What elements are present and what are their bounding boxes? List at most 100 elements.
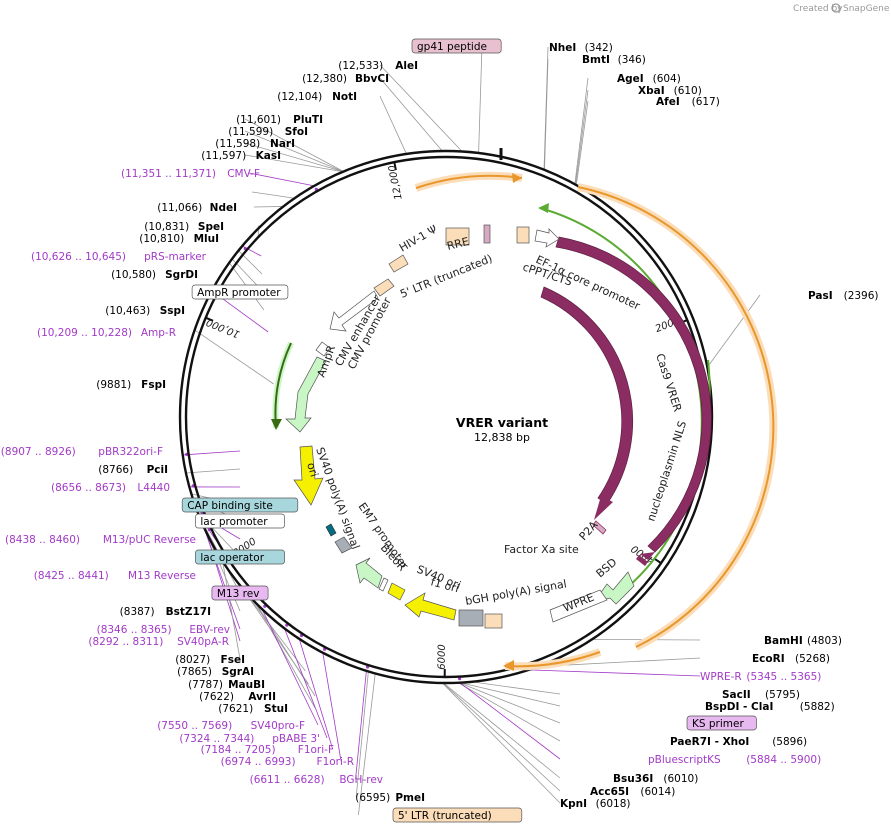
site-afei[interactable]: AfeI(617) [656,96,720,108]
site-m13-rev[interactable]: M13 rev [211,585,269,601]
site-maubi[interactable]: MauBI(7787) [188,679,265,691]
rre-box [483,224,491,244]
site-m13-puc-reverse[interactable]: M13/pUC Reverse (8438 .. 8460) [5,534,196,546]
site-position: (11,601) [236,114,281,126]
feature-bsd-label: BSD [594,556,620,581]
site-pmei[interactable]: PmeI(6595) [355,792,425,804]
leader-line [459,682,561,707]
site-name: FseI [221,654,245,666]
site-fsei[interactable]: FseI(8027) [175,654,245,666]
ampr-small-box [325,523,337,537]
site-position: (6010) [663,773,698,785]
bleor-box [387,582,406,601]
site-acc65i[interactable]: Acc65I(6014) [590,786,675,798]
site-cmv-f[interactable]: CMV-F(11,351 .. 11,371) [121,168,260,180]
site-lac-operator[interactable]: lac operator [195,549,285,565]
site-nari[interactable]: NarI(11,598) [215,138,295,150]
site-sgrdi[interactable]: SgrDI(10,580) [111,269,198,281]
site-bsu36i[interactable]: Bsu36I (6010) [613,773,698,785]
site-ecori[interactable]: EcoRI(5268) [752,653,830,665]
site-name: NotI [332,91,357,103]
site-fspi[interactable]: FspI(9881) [96,379,166,391]
site-position: (8438 .. 8460) [5,534,80,546]
ampr-arrow [285,356,327,433]
site-alei[interactable]: AleI(12,533) [338,60,418,72]
site-name: AgeI [617,73,644,85]
site-paer7i-xhoi[interactable]: PaeR7I - XhoI(5896) [670,736,807,748]
site-pbr322ori-f[interactable]: pBR322ori-F(8907 .. 8926) [1,446,163,458]
site-ampr-promoter[interactable]: AmpR promoter [191,284,289,300]
site-pbluescriptks[interactable]: pBluescriptKS(5884 .. 5900) [648,754,821,766]
site-bgh-rev[interactable]: BGH-rev(6611 .. 6628) [250,774,383,786]
site-m13-reverse[interactable]: M13 Reverse(8425 .. 8441) [34,570,196,582]
site-name: M13/pUC Reverse [103,534,196,546]
site-stui[interactable]: StuI(7621) [218,703,288,715]
site-sspi[interactable]: SspI(10,463) [105,305,185,317]
site-bbvci[interactable]: BbvCI(12,380) [302,73,389,85]
site-agei[interactable]: AgeI(604) [617,73,681,85]
tick-label: 12,000 [387,164,405,200]
site-position: (6595) [355,792,390,804]
site-name: EcoRI [752,653,785,665]
site-pasi[interactable]: PasI(2396) [808,290,879,302]
site-kpni[interactable]: KpnI (6018) [560,798,631,810]
leader-line [478,45,483,154]
site-pcii[interactable]: PciI(8766) [98,464,168,476]
site-name: MauBI [228,679,265,691]
site-spei[interactable]: SpeI(10,831) [144,221,224,233]
site-bspdi-clai[interactable]: BspDI - ClaI(5882) [705,701,835,713]
leader-line [442,682,561,792]
site-name: KasI [256,150,281,162]
site-sgrai[interactable]: SgrAI(7865) [177,666,254,678]
site-name: SV40pro-F [251,720,305,732]
site-noti[interactable]: NotI (12,104) [277,91,357,103]
leader-line [443,682,561,779]
site-name: BGH-rev [339,774,383,786]
site-f1ori-r[interactable]: F1ori-R(6974 .. 6993) [221,756,354,768]
site-position: (2396) [844,290,879,302]
site-l4440[interactable]: L4440(8656 .. 8673) [51,482,170,494]
site-avrii[interactable]: AvrII(7622) [199,691,276,703]
site-sfoi[interactable]: SfoI(11,599) [228,126,308,138]
leader-line [544,58,549,170]
site-position: (12,104) [277,91,322,103]
site-cap-binding-site[interactable]: CAP binding site [181,497,299,513]
site-sv40pro-f[interactable]: SV40pro-F(7550 .. 7569) [157,720,305,732]
site-prs-marker[interactable]: pRS-marker(10,626 .. 10,645) [31,251,207,263]
site-position: (9881) [96,379,131,391]
site-pbabe-3[interactable]: pBABE 3'(7324 .. 7344) [179,733,320,745]
site-xbai[interactable]: XbaI(610) [638,85,702,97]
site-position: (5795) [765,689,800,701]
site-name: KpnI [560,798,587,810]
site-ndei[interactable]: NdeI(11,066) [157,202,237,214]
site-bstz17i[interactable]: BstZ17I(8387) [120,606,211,618]
site-pluti[interactable]: PluTI(11,601) [236,114,323,126]
feature-ef1a-label: EF-1α core promoter [534,253,643,313]
feature-shapes [285,224,712,629]
site-sv40pa-r[interactable]: SV40pA-R(8292 .. 8311) [88,636,229,648]
site-ks-primer[interactable]: KS primer [686,715,757,731]
site-mlui[interactable]: MluI(10,810) [139,233,219,245]
site-sacii[interactable]: SacII(5795) [722,689,800,701]
site-5-ltr-truncated[interactable]: 5' LTR (truncated) [392,807,523,823]
site-lac-promoter[interactable]: lac promoter [195,513,285,529]
site-bamhi[interactable]: BamHI(4803) [764,635,842,647]
site-name: NheI [549,42,576,54]
site-name: StuI [264,703,288,715]
site-wpre-r[interactable]: WPRE-R(5345 .. 5365) [700,671,821,683]
site-position: (6018) [596,798,631,810]
site-f1ori-f[interactable]: F1ori-F(7184 .. 7205) [201,744,334,756]
nls-box [636,555,648,566]
leader-line [322,652,342,762]
site-ebv-rev[interactable]: EBV-rev(8346 .. 8365) [97,624,230,636]
site-amp-r[interactable]: Amp-R(10,209 .. 10,228) [37,327,176,339]
site-name: Bsu36I [613,773,653,785]
leader-line [458,682,561,742]
site-nhei[interactable]: NheI(342) [549,42,613,54]
site-bmti[interactable]: BmtI(346) [582,54,646,66]
site-name: F1ori-R [317,756,354,768]
site-name: SfoI [285,126,308,138]
site-name: BmtI [582,54,610,66]
site-gp41-peptide[interactable]: gp41 peptide [411,38,502,54]
site-kasi[interactable]: KasI(11,597) [201,150,281,162]
